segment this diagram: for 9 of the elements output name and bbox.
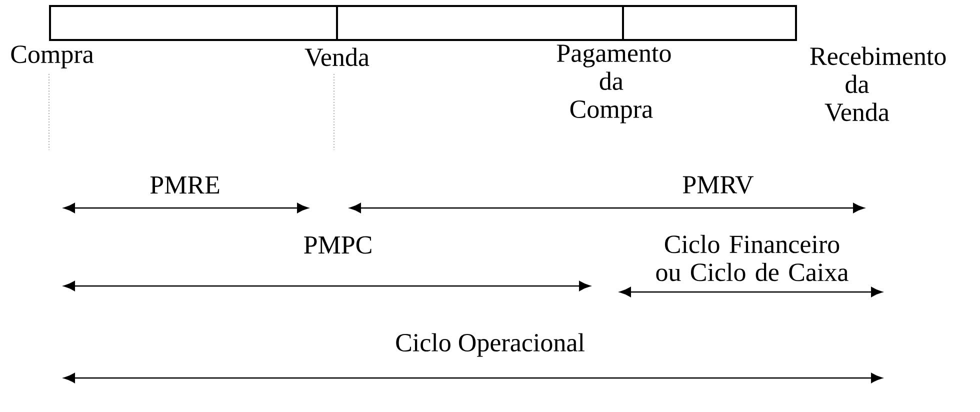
event-label: Recebimento da Venda [810,46,946,122]
event-label: Venda [304,48,370,66]
period-label: Ciclo Operacional [396,333,584,357]
event-label: Compra [11,46,94,68]
event-label: Pagamento da Compra [556,44,671,124]
period-label: PMRE [150,176,220,194]
period-label: PMPC [304,236,372,254]
period-label: PMRV [682,176,754,194]
period-label: Ciclo Financeiro ou Ciclo de Caixa [656,234,848,282]
